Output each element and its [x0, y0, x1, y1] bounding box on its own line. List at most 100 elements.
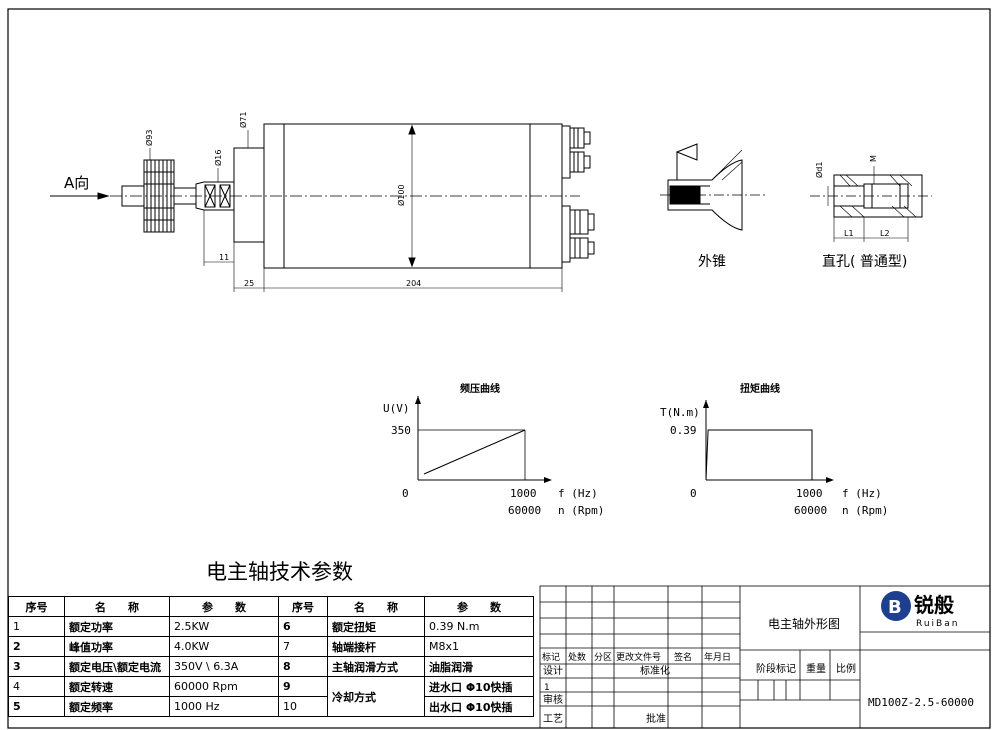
voltage-ylabel: U(V) [383, 402, 410, 415]
row-no: 10 [278, 696, 328, 717]
voltage-x-tick2: 60000 [508, 504, 541, 517]
standard-label: 标准化 [640, 664, 670, 677]
torque-origin: 0 [690, 487, 697, 500]
header-name-1: 名 称 [64, 596, 170, 617]
row-no: 6 [278, 616, 328, 637]
header-no-1: 序号 [8, 596, 65, 617]
dim-25: 25 [244, 279, 254, 288]
row-name: 额定扭矩 [327, 616, 425, 637]
torque-series-line [705, 429, 813, 481]
row-no: 8 [278, 656, 328, 677]
row-name: 轴端接杆 [327, 636, 425, 657]
row-no: 2 [8, 636, 65, 657]
scale-label: 比例 [836, 662, 856, 675]
straight-hole-detail [810, 166, 932, 242]
dim-d100: Ø100 [396, 184, 406, 206]
dim-204: 204 [406, 279, 421, 288]
row-name: 额定电压\额定电流 [64, 656, 170, 677]
row-value: 进水口 Φ10快插 [424, 676, 534, 697]
dim-d71: Ø71 [238, 112, 248, 128]
approve-label: 批准 [646, 712, 666, 725]
voltage-x-tick: 1000 [510, 487, 537, 500]
title-block [539, 585, 991, 729]
model-number: MD100Z-2.5-60000 [868, 696, 974, 709]
rev-header-1: 标记 [542, 651, 560, 663]
torque-chart-title: 扭矩曲线 [740, 382, 780, 395]
header-value-2: 参 数 [424, 596, 534, 617]
process-label: 工艺 [543, 713, 563, 725]
row-no: 5 [8, 696, 65, 717]
row-name: 额定功率 [64, 616, 170, 637]
row-name-cooling: 冷却方式 [327, 676, 425, 717]
straight-hole-label: 直孔( 普通型) [822, 253, 907, 270]
table-row: 1 额定功率 2.5KW 6 额定扭矩 0.39 N.m [8, 616, 534, 637]
outer-cone-label: 外锥 [698, 254, 726, 270]
rev-header-3: 分区 [594, 652, 612, 663]
header-no-2: 序号 [278, 596, 328, 617]
row-value: 60000 Rpm [169, 676, 279, 697]
row-no: 1 [8, 616, 65, 637]
torque-ylabel: T(N.m) [660, 406, 700, 419]
row-value: 0.39 N.m [424, 616, 534, 637]
dim-l1: L1 [844, 229, 854, 238]
spec-header-row: 序号 名 称 参 数 序号 名 称 参 数 [8, 596, 534, 617]
torque-xlabel: f (Hz) [842, 487, 882, 500]
torque-x-tick: 1000 [796, 487, 823, 500]
brand-name: 锐般 [914, 593, 954, 617]
row-no: 4 [8, 676, 65, 697]
dim-l2: L2 [880, 229, 890, 238]
outer-cone-detail [660, 143, 768, 231]
row-value: 4.0KW [169, 636, 279, 657]
row-name: 额定转速 [64, 676, 170, 697]
voltage-series-line [423, 429, 526, 475]
row-value: 出水口 Φ10快插 [424, 696, 534, 717]
brand-logo-b-icon: B [888, 597, 902, 618]
dim-d93: Ø93 [144, 130, 154, 146]
row-value: 油脂润滑 [424, 656, 534, 677]
row-name: 主轴润滑方式 [327, 656, 425, 677]
row-name: 峰值功率 [64, 636, 170, 657]
table-row: 4 额定转速 60000 Rpm 9 冷却方式 进水口 Φ10快插 [8, 676, 534, 717]
voltage-chart-title: 频压曲线 [460, 382, 500, 395]
voltage-xlabel2: n (Rpm) [558, 504, 604, 517]
one-label: 1 [544, 683, 550, 693]
row-no: 7 [278, 636, 328, 657]
torque-xlabel2: n (Rpm) [842, 504, 888, 517]
row-name: 额定频率 [64, 696, 170, 717]
header-value-1: 参 数 [169, 596, 279, 617]
row-no: 3 [8, 656, 65, 677]
torque-x-tick2: 60000 [794, 504, 827, 517]
dim-m: M [869, 155, 878, 162]
table-row: 5 额定频率 1000 Hz 10 出水口 Φ10快插 [8, 696, 534, 717]
spec-table: 序号 名 称 参 数 序号 名 称 参 数 1 额定功率 2.5KW 6 额定扭… [8, 596, 534, 717]
rev-header-4: 更改文件号 [616, 651, 661, 663]
design-label: 设计 [543, 664, 563, 677]
header-name-2: 名 称 [327, 596, 425, 617]
rev-header-2: 处数 [568, 651, 586, 663]
torque-chart: 扭矩曲线 T(N.m) 0.39 0 1000 60000 f (Hz) n (… [660, 382, 888, 517]
table-row: 3 额定电压\额定电流 350V \ 6.3A 8 主轴润滑方式 油脂润滑 [8, 656, 534, 677]
row-value: M8x1 [424, 636, 534, 657]
dim-d1: Ød1 [814, 162, 824, 178]
stage-label: 阶段标记 [756, 662, 796, 675]
spec-title: 电主轴技术参数 [206, 560, 353, 584]
dim-11: 11 [219, 253, 229, 262]
row-value: 1000 Hz [169, 696, 279, 717]
direction-label: A向 [64, 174, 89, 192]
voltage-origin: 0 [402, 487, 409, 500]
brand-name-en: RuiBan [916, 619, 959, 629]
rev-header-6: 年月日 [704, 651, 731, 663]
row-value: 2.5KW [169, 616, 279, 637]
voltage-xlabel: f (Hz) [558, 487, 598, 500]
row-no: 9 [278, 676, 328, 697]
rev-header-5: 签名 [674, 651, 692, 663]
drawing-name: 电主轴外形图 [768, 616, 840, 631]
brand-logo: B 锐般 RuiBan [881, 591, 959, 629]
weight-label: 重量 [806, 662, 826, 675]
table-row: 2 峰值功率 4.0KW 7 轴端接杆 M8x1 [8, 636, 534, 657]
torque-y-tick: 0.39 [670, 424, 697, 437]
dim-d16: Ø16 [213, 150, 223, 166]
spindle-side-view [50, 123, 595, 292]
check-label: 审核 [543, 693, 563, 706]
